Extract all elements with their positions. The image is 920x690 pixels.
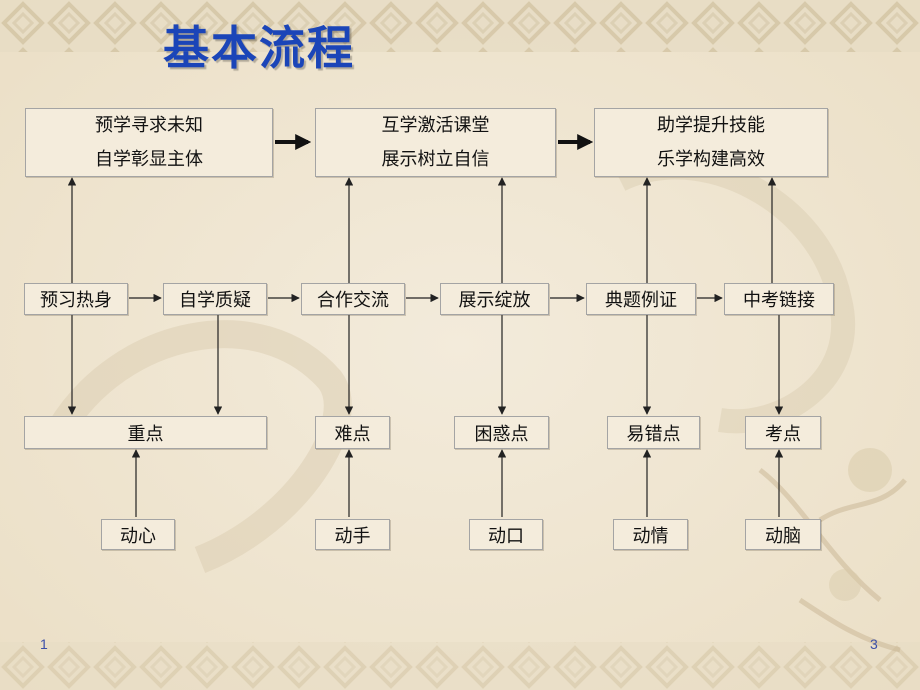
point-box-confusion: 困惑点 xyxy=(454,416,549,449)
action-box-heart: 动心 xyxy=(101,519,175,550)
top-box-assist: 助学提升技能 乐学构建高效 xyxy=(594,108,828,177)
top-box-line2: 乐学构建高效 xyxy=(657,148,765,170)
top-box-line1: 互学激活课堂 xyxy=(381,114,490,136)
top-box-line2: 自学彰显主体 xyxy=(95,148,203,170)
action-box-hands: 动手 xyxy=(315,519,390,550)
point-box-difficult: 难点 xyxy=(315,416,390,449)
step-box-showcase: 展示绽放 xyxy=(440,283,549,315)
page-number-right: 3 xyxy=(870,636,878,652)
top-box-line2: 展示树立自信 xyxy=(381,148,490,170)
top-box-line1: 助学提升技能 xyxy=(657,114,765,136)
page-title: 基本流程 xyxy=(163,21,355,75)
action-box-mouth: 动口 xyxy=(469,519,543,550)
step-box-self-question: 自学质疑 xyxy=(163,283,267,315)
step-box-exam-link: 中考链接 xyxy=(724,283,834,315)
action-box-emotion: 动情 xyxy=(613,519,688,550)
page-number-left: 1 xyxy=(40,636,48,652)
step-box-example: 典题例证 xyxy=(586,283,696,315)
point-box-exam: 考点 xyxy=(745,416,821,449)
point-box-error-prone: 易错点 xyxy=(607,416,700,449)
action-box-brain: 动脑 xyxy=(745,519,821,550)
step-box-cooperate: 合作交流 xyxy=(301,283,405,315)
step-box-warmup: 预习热身 xyxy=(24,283,128,315)
point-box-key: 重点 xyxy=(24,416,267,449)
top-box-interaction: 互学激活课堂 展示树立自信 xyxy=(315,108,556,177)
top-box-preview: 预学寻求未知 自学彰显主体 xyxy=(25,108,273,177)
top-box-line1: 预学寻求未知 xyxy=(95,114,203,136)
